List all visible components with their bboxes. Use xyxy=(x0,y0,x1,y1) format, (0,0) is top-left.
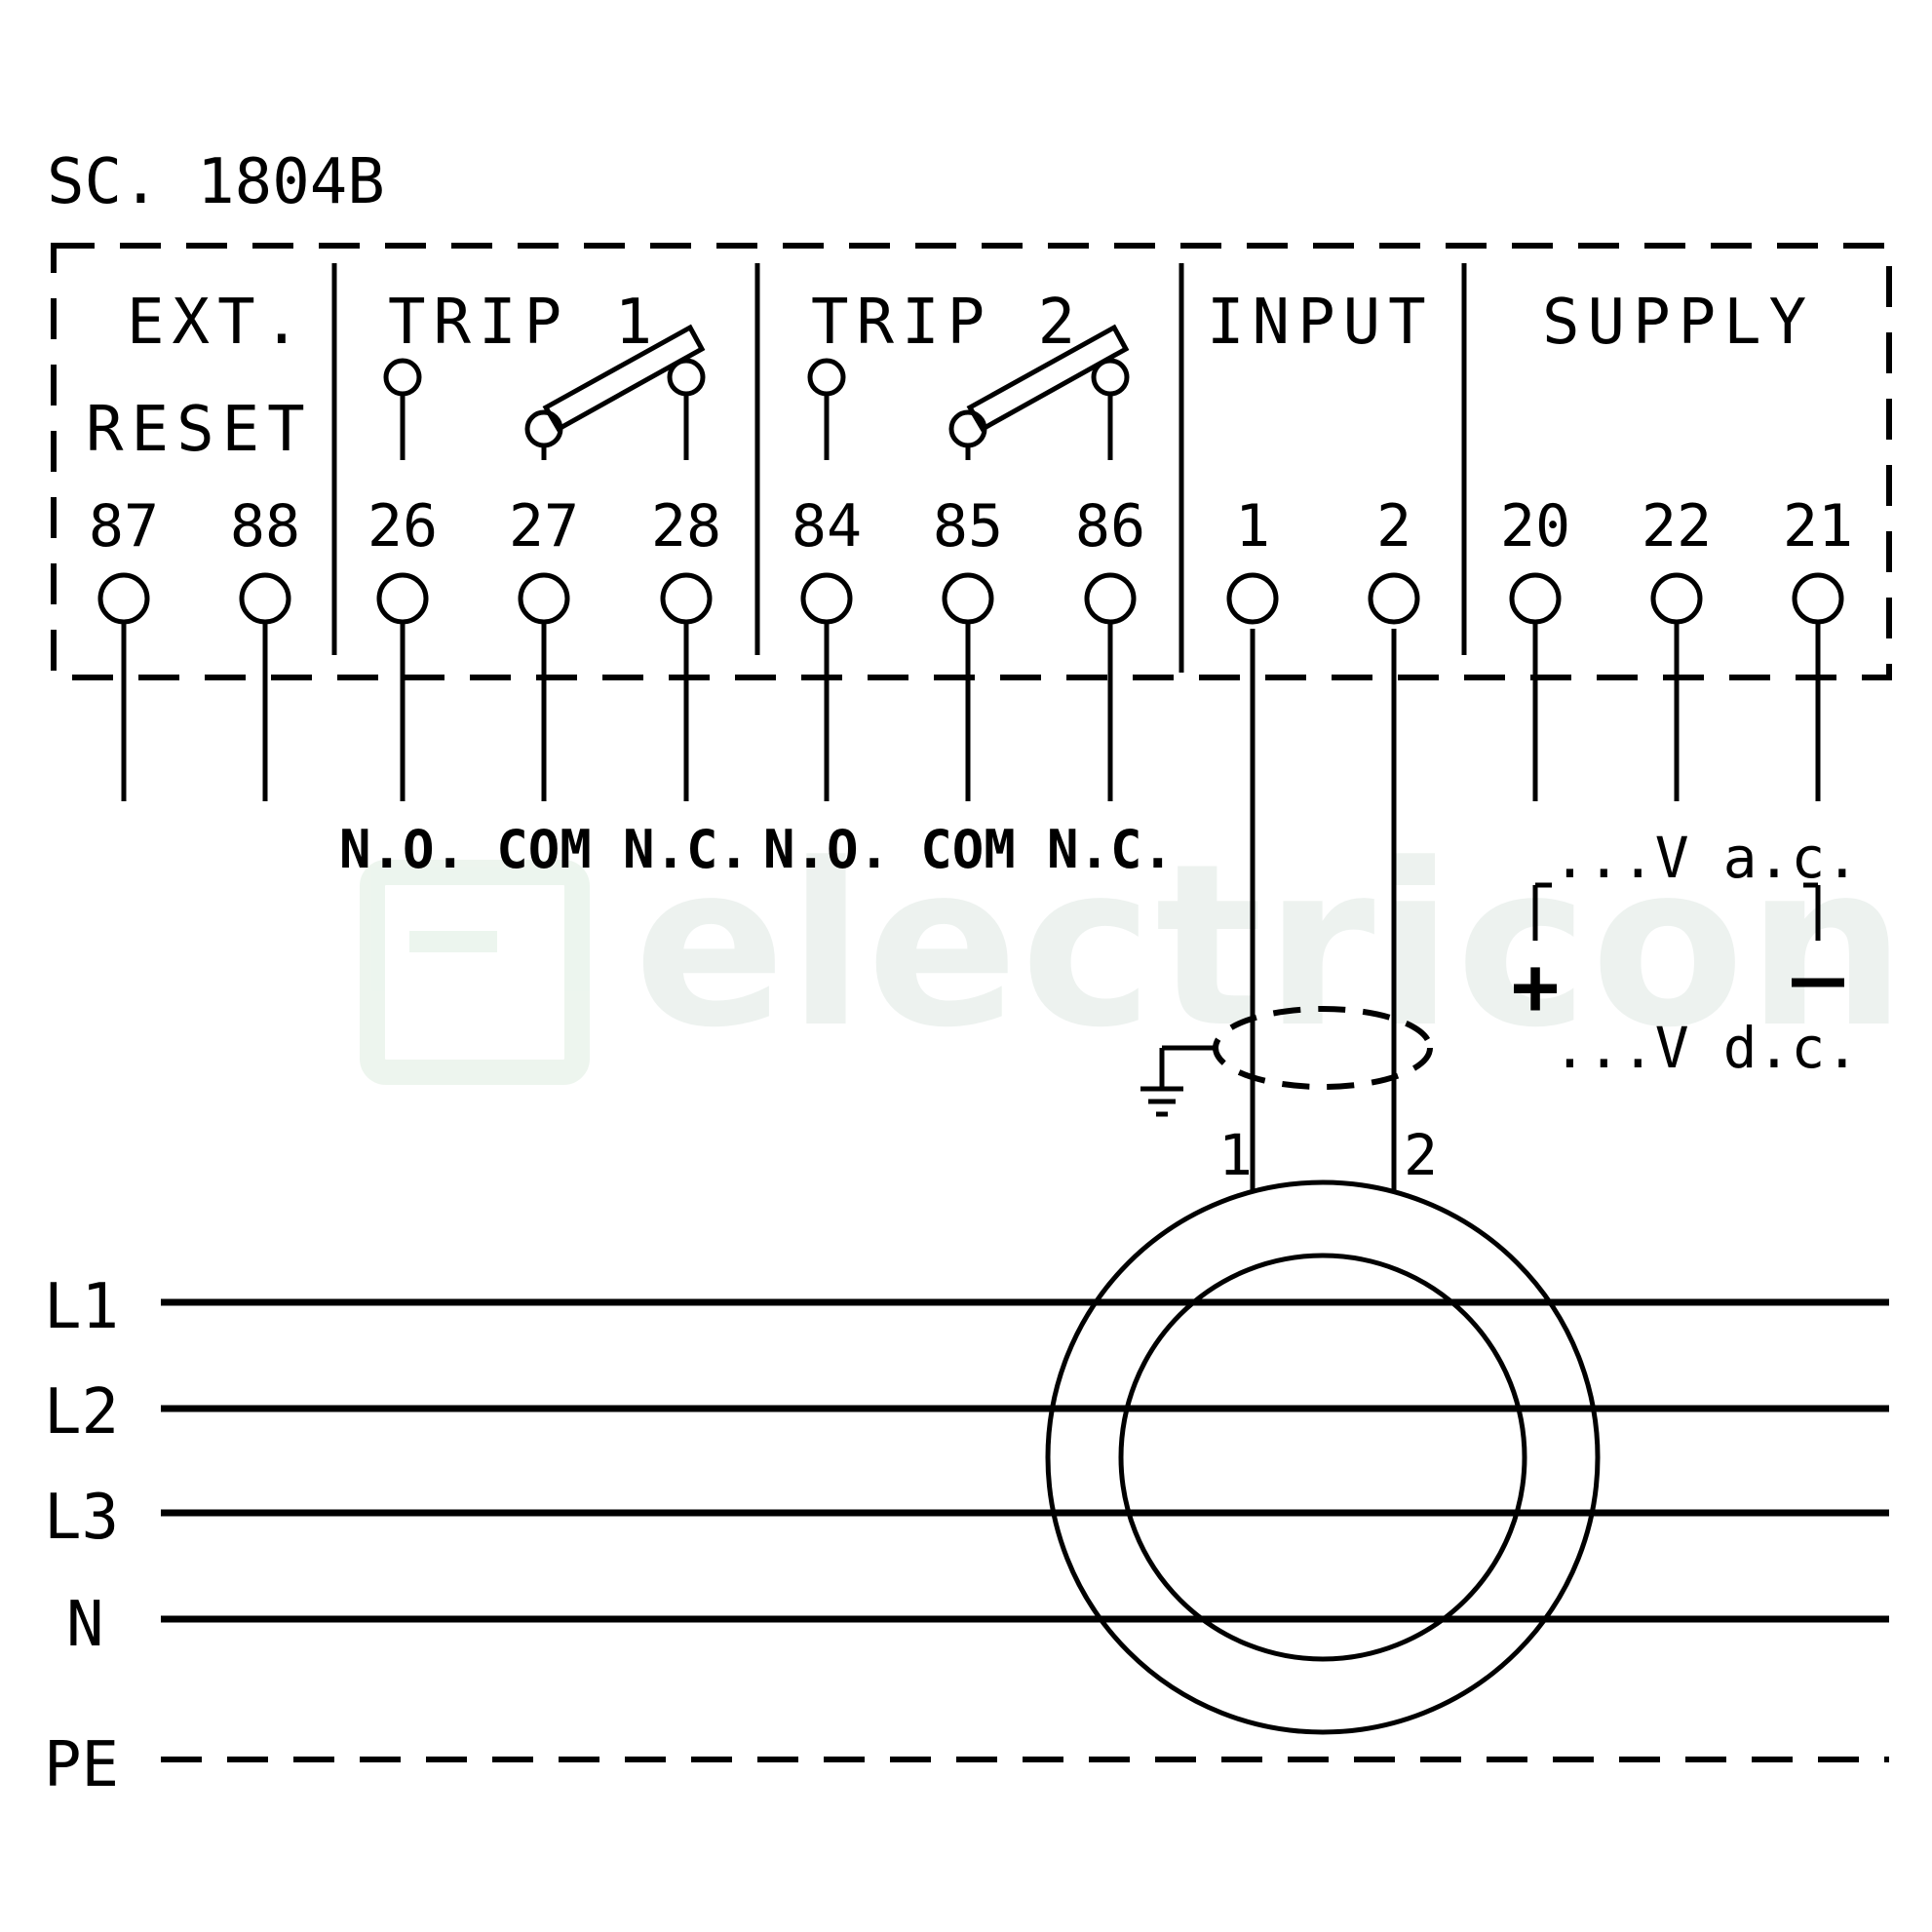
conductor-label-l2: L2 xyxy=(44,1376,119,1449)
terminal-number: 27 xyxy=(509,492,579,560)
supply-dc-label: ...V d.c. xyxy=(1553,1015,1859,1081)
terminal-screw-icon xyxy=(800,572,853,625)
contact-label-trip2-nc: N.C. xyxy=(1047,819,1174,880)
terminal-screw-icon xyxy=(660,572,713,625)
conductor-label-pe: PE xyxy=(44,1729,119,1801)
terminal-26: 26 xyxy=(367,492,438,801)
terminal-number: 86 xyxy=(1075,492,1145,560)
conductor-label-l1: L1 xyxy=(44,1271,119,1343)
terminal-screw-icon xyxy=(518,572,570,625)
trip1-relay-contact-icon xyxy=(383,324,706,460)
section-input-label: INPUT xyxy=(1207,287,1434,359)
terminal-21: 21 xyxy=(1783,492,1853,801)
terminal-number: 20 xyxy=(1500,492,1570,560)
terminal-88: 88 xyxy=(230,492,300,801)
device-enclosure xyxy=(51,243,1892,680)
terminal-number: 26 xyxy=(367,492,438,560)
contact-label-trip2-no: N.O. xyxy=(763,819,890,880)
supply-ac-label: ...V a.c. xyxy=(1553,825,1859,891)
watermark-text: electricon xyxy=(634,817,1908,1077)
toroid-wire-label-2: 2 xyxy=(1404,1122,1438,1188)
contact-labels: N.O. COM N.C. N.O. COM N.C. xyxy=(339,819,1174,880)
terminal-number: 22 xyxy=(1642,492,1712,560)
terminal-screw-icon xyxy=(1084,572,1137,625)
terminal-84: 84 xyxy=(792,492,862,801)
terminal-22: 22 xyxy=(1642,492,1712,801)
contact-label-trip1-no: N.O. xyxy=(339,819,466,880)
terminal-87: 87 xyxy=(89,492,159,801)
terminal-86: 86 xyxy=(1075,492,1145,801)
terminal-number: 87 xyxy=(89,492,159,560)
conductor-label-n: N xyxy=(66,1589,104,1661)
terminal-screw-icon xyxy=(97,572,150,625)
supply-plus-label: + xyxy=(1511,941,1559,1033)
terminal-block: 87 88 26 27 28 84 85 86 1 2 20 22 21 xyxy=(89,492,1853,801)
section-dividers xyxy=(331,263,1467,673)
section-trip2-label: TRIP 2 xyxy=(811,287,1083,359)
terminal-2: 2 xyxy=(1368,492,1420,625)
contact-label-trip1-com: COM xyxy=(496,819,592,880)
conductors: L1 L2 L3 N PE xyxy=(44,1271,1889,1801)
section-supply-label: SUPPLY xyxy=(1542,287,1814,359)
terminal-number: 28 xyxy=(651,492,721,560)
toroid-leads: 1 2 xyxy=(1213,629,1438,1191)
model-title: SC. 1804B xyxy=(47,146,385,218)
contact-label-trip1-nc: N.C. xyxy=(623,819,750,880)
watermark-logo-icon xyxy=(360,860,590,1085)
terminal-number: 2 xyxy=(1376,492,1411,560)
terminal-number: 21 xyxy=(1783,492,1853,560)
contact-label-trip2-com: COM xyxy=(920,819,1016,880)
terminal-28: 28 xyxy=(651,492,721,801)
terminal-85: 85 xyxy=(933,492,1003,801)
section-reset-label: RESET xyxy=(86,394,313,466)
terminal-screw-icon xyxy=(1368,572,1420,625)
terminal-screw-icon xyxy=(376,572,429,625)
section-ext-label: EXT. xyxy=(127,287,308,359)
trip2-relay-contact-icon xyxy=(807,324,1130,460)
terminal-screw-icon xyxy=(1792,572,1844,625)
terminal-27: 27 xyxy=(509,492,579,801)
watermark-logo-bar xyxy=(409,931,497,952)
terminal-screw-icon xyxy=(1509,572,1562,625)
terminal-20: 20 xyxy=(1500,492,1570,801)
terminal-number: 84 xyxy=(792,492,862,560)
current-transformer-icon xyxy=(1045,1179,1601,1735)
terminal-screw-icon xyxy=(239,572,291,625)
terminal-screw-icon xyxy=(942,572,994,625)
section-trip1-label: TRIP 1 xyxy=(388,287,660,359)
conductor-label-l3: L3 xyxy=(44,1482,119,1554)
supply-annotation: ...V a.c. ...V d.c. + xyxy=(1511,825,1859,1081)
terminal-screw-icon xyxy=(1226,572,1279,625)
terminal-screw-icon xyxy=(1650,572,1703,625)
ground-icon xyxy=(1140,1045,1218,1117)
toroid-wire-label-1: 1 xyxy=(1218,1122,1253,1188)
watermark: electricon xyxy=(360,817,1908,1085)
terminal-1: 1 xyxy=(1226,492,1279,625)
terminal-number: 1 xyxy=(1235,492,1270,560)
terminal-number: 88 xyxy=(230,492,300,560)
terminal-number: 85 xyxy=(933,492,1003,560)
